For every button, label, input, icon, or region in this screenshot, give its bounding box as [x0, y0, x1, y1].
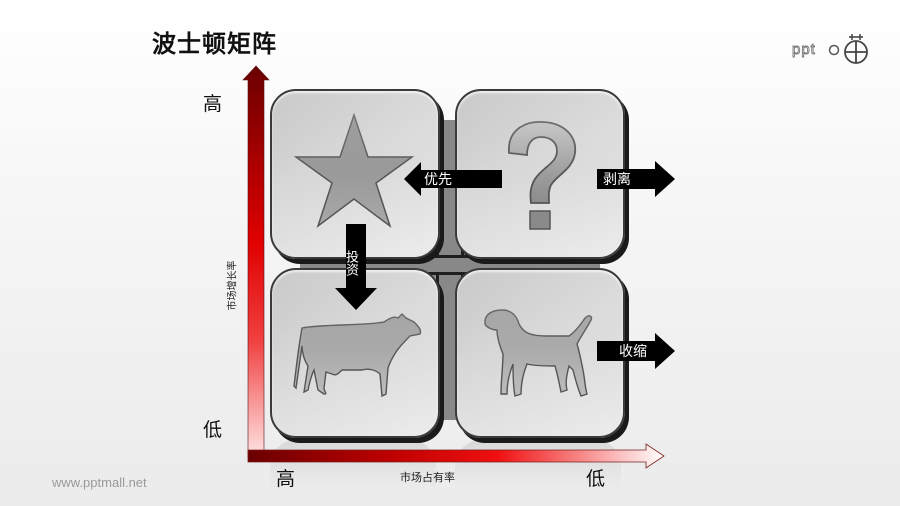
quadrant-dog	[455, 268, 625, 438]
shrink-label: 收缩	[619, 344, 647, 360]
priority-arrow: 优先	[404, 162, 502, 196]
svg-text:ppt: ppt	[792, 41, 816, 58]
invest-arrow: 投资	[335, 224, 377, 310]
arrow-left-icon	[404, 162, 502, 196]
x-axis-title: 市场占有率	[400, 471, 455, 484]
x-axis-high-label: 高	[276, 468, 296, 490]
arrow-right-icon	[597, 333, 675, 369]
divest-label: 剥离	[603, 172, 631, 188]
divest-arrow: 剥离	[597, 161, 677, 197]
y-axis-title: 市场增长率	[227, 260, 239, 311]
y-axis-high-label: 高	[203, 93, 223, 115]
footer-url[interactable]: www.pptmall.net	[52, 475, 147, 490]
ppt-logo-icon: ppt	[792, 34, 868, 64]
invest-label: 投资	[343, 250, 358, 276]
page-title: 波士顿矩阵	[152, 30, 277, 58]
shrink-arrow: 收缩	[597, 333, 677, 369]
y-axis-low-label: 低	[203, 419, 223, 441]
x-axis-low-label: 低	[586, 468, 606, 490]
arrow-right-icon	[597, 161, 675, 197]
arrow-down-icon	[335, 224, 377, 310]
y-axis-arrow	[242, 65, 270, 459]
priority-label: 优先	[424, 172, 452, 188]
